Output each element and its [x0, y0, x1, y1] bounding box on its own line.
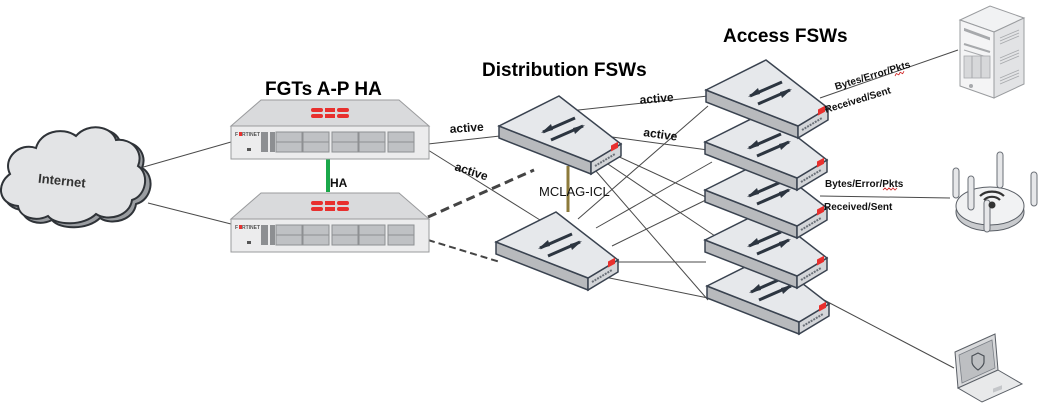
- ap-stats-bottom-label: Received/Sent: [824, 202, 893, 213]
- link-acc5-laptop: [823, 299, 955, 369]
- internet-cloud[interactable]: Internet: [0, 126, 152, 229]
- link-fgt2-dist1-standby: [427, 168, 535, 219]
- link-dist2-acc3: [611, 195, 715, 247]
- link-internet-fgt2: [147, 202, 232, 225]
- laptop[interactable]: [954, 333, 1024, 403]
- link-fgt1-dist2: [427, 149, 541, 221]
- fortigate-primary[interactable]: [230, 99, 430, 160]
- distribution-title: Distribution FSWs: [482, 60, 647, 81]
- link-dist1-acc5: [581, 154, 709, 301]
- server-stats-top-label: Bytes/Error/Pkts: [834, 59, 913, 93]
- fortigate-icon: [230, 99, 430, 160]
- link-dist2-acc1: [577, 105, 709, 220]
- laptop-icon: [954, 333, 1024, 403]
- shield-icon: [971, 352, 985, 371]
- access-point[interactable]: [952, 151, 1038, 233]
- fgt-cluster-title: FGTs A-P HA: [265, 79, 382, 100]
- spellcheck-squiggle: [882, 187, 898, 191]
- spellcheck-squiggle: [894, 70, 905, 77]
- switch-icon: [494, 210, 620, 292]
- link-dist2-acc2: [595, 161, 713, 229]
- switch-icon: [704, 58, 830, 140]
- link-dist1-acc2: [611, 136, 709, 151]
- fortigate-secondary[interactable]: [230, 192, 430, 253]
- link-fgt1-dist1: [427, 135, 501, 145]
- active-label-dist-acc1: active: [639, 90, 674, 107]
- link-fgt2-dist2-standby: [427, 239, 501, 263]
- active-label-dist-acc2: active: [643, 125, 679, 144]
- distribution-switch-2[interactable]: [494, 210, 620, 292]
- access-title: Access FSWs: [723, 26, 848, 47]
- access-switch-1[interactable]: [704, 58, 830, 140]
- ap-stats-top-label: Bytes/Error/Pkts: [825, 179, 904, 190]
- internet-label: Internet: [37, 171, 87, 191]
- link-acc3-ap: [819, 195, 951, 199]
- server[interactable]: [958, 5, 1026, 99]
- ha-label: HA: [330, 176, 348, 190]
- link-acc1-server: [819, 49, 959, 99]
- wireless-ap-icon: [952, 151, 1038, 233]
- link-internet-fgt1: [139, 141, 232, 169]
- active-label-fgt-dist2: active: [453, 160, 490, 184]
- active-label-fgt-dist1: active: [449, 120, 484, 136]
- fortigate-icon: [230, 192, 430, 253]
- link-dist1-acc1: [559, 95, 709, 113]
- server-icon: [958, 5, 1026, 99]
- mclag-icl-label: MCLAG-ICL: [539, 184, 610, 199]
- server-stats-bottom-label: Received/Sent: [824, 85, 893, 116]
